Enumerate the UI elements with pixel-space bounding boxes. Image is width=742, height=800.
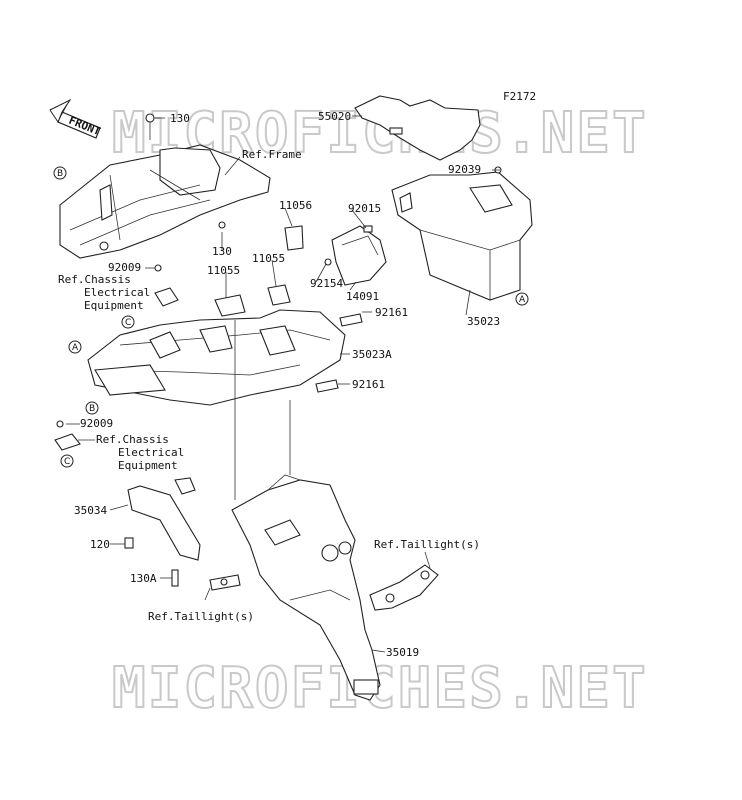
callout-c-2: C [64, 457, 70, 467]
label-92154: 92154 [310, 277, 343, 290]
clamp-upper-left [154, 287, 179, 307]
label-35034: 35034 [74, 504, 107, 517]
taillight-bracket-right [369, 564, 439, 611]
label-14091: 14091 [346, 290, 379, 303]
bracket-11055-a [214, 294, 246, 317]
label-92015: 92015 [348, 202, 381, 215]
cover-plate-55020 [354, 95, 481, 161]
label-35023A: 35023A [352, 348, 392, 361]
label-35023: 35023 [467, 315, 500, 328]
callout-circle-c-2: C [60, 454, 74, 468]
shim-92161-b [315, 379, 339, 393]
callout-a-2: A [72, 343, 79, 353]
callout-circle-a-1: A [515, 292, 529, 306]
label-130-mid: 130 [212, 245, 232, 258]
bracket-11055-b [267, 284, 291, 306]
bracket-35034 [127, 477, 201, 561]
bolt-92015 [363, 225, 373, 233]
label-ref-frame: Ref.Frame [242, 148, 302, 161]
bolt-92009-a [154, 264, 162, 272]
label-ref-chassis-1: Ref.Chassis [58, 273, 131, 286]
label-92039: 92039 [448, 163, 481, 176]
front-label: FRONT [67, 114, 103, 139]
label-35019: 35019 [386, 646, 419, 659]
taillight-bracket-left [209, 574, 241, 591]
frame-part [59, 144, 271, 259]
side-cover-14091 [331, 225, 387, 286]
rear-fender-35019 [231, 474, 381, 701]
bolt-130A [171, 569, 179, 587]
callout-b-2: B [89, 404, 95, 414]
label-equipment-2: Equipment [118, 459, 178, 472]
label-electrical-1: Electrical [84, 286, 150, 299]
bolt-92009-b [56, 420, 64, 428]
callout-circle-b-1: B [53, 166, 67, 180]
label-ref-chassis-2: Ref.Chassis [96, 433, 169, 446]
callout-a-1: A [519, 295, 526, 305]
shim-92161-a [339, 313, 363, 327]
callout-b-1: B [57, 169, 63, 179]
figure-code: F2172 [503, 90, 536, 103]
bolt-92154 [324, 258, 332, 266]
clip-lower-left [54, 433, 81, 451]
label-92009-b: 92009 [80, 417, 113, 430]
callout-circle-a-2: A [68, 340, 82, 354]
label-120: 120 [90, 538, 110, 551]
label-55020: 55020 [318, 110, 351, 123]
watermark-bottom: MICROFICHES.NET [112, 656, 648, 721]
bolt-130-mid [218, 221, 226, 229]
bolt-130-top [145, 113, 155, 140]
label-equipment-1: Equipment [84, 299, 144, 312]
label-electrical-2: Electrical [118, 446, 184, 459]
label-ref-taillight-2: Ref.Taillight(s) [148, 610, 254, 623]
tray-35023A [87, 309, 346, 406]
battery-box-35023 [391, 171, 533, 301]
front-arrow-icon: FRONT [49, 98, 103, 139]
label-92161-b: 92161 [352, 378, 385, 391]
label-11056: 11056 [279, 199, 312, 212]
label-ref-taillight-1: Ref.Taillight(s) [374, 538, 480, 551]
label-130A: 130A [130, 572, 157, 585]
label-130-top: 130 [170, 112, 190, 125]
callout-circle-c-1: C [121, 315, 135, 329]
bolt-120 [124, 537, 134, 549]
bracket-11056 [284, 225, 304, 251]
label-92009-a: 92009 [108, 261, 141, 274]
callout-c-1: C [125, 318, 131, 328]
leader-lines [66, 115, 500, 653]
label-92161-a: 92161 [375, 306, 408, 319]
label-11055-b: 11055 [252, 252, 285, 265]
label-11055-a: 11055 [207, 264, 240, 277]
callout-circle-b-2: B [85, 401, 99, 415]
